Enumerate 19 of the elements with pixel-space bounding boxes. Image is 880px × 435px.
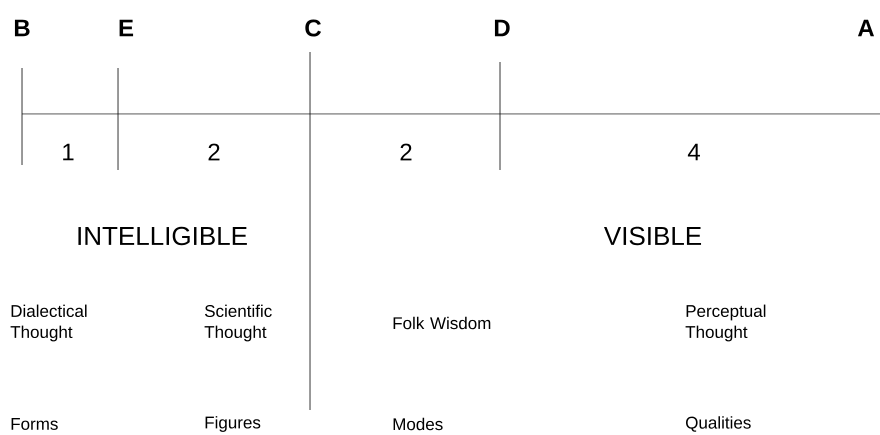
point-label: D xyxy=(494,20,510,36)
region-label: VISIBLE xyxy=(604,226,702,246)
segment-number: 4 xyxy=(688,144,700,160)
segment-number: 2 xyxy=(400,144,412,160)
term-label: Figures xyxy=(206,416,260,432)
term-label: Perceptual Thought xyxy=(686,304,766,342)
term-label: Dialectical Thought xyxy=(10,304,87,342)
point-label: A xyxy=(858,20,874,36)
term-label: Folk Wisdom xyxy=(394,316,490,330)
segment-number: 1 xyxy=(63,144,74,160)
term-label: Qualities xyxy=(686,416,751,432)
term-label: Forms xyxy=(12,418,58,430)
term-label: Scientific Thought xyxy=(204,304,272,342)
point-label: B xyxy=(14,20,30,36)
point-label: C xyxy=(305,20,322,36)
segment-number: 2 xyxy=(208,144,220,160)
point-label: E xyxy=(120,20,134,36)
term-label: Modes xyxy=(394,418,443,430)
region-label: INTELLIGIBLE xyxy=(78,226,247,246)
